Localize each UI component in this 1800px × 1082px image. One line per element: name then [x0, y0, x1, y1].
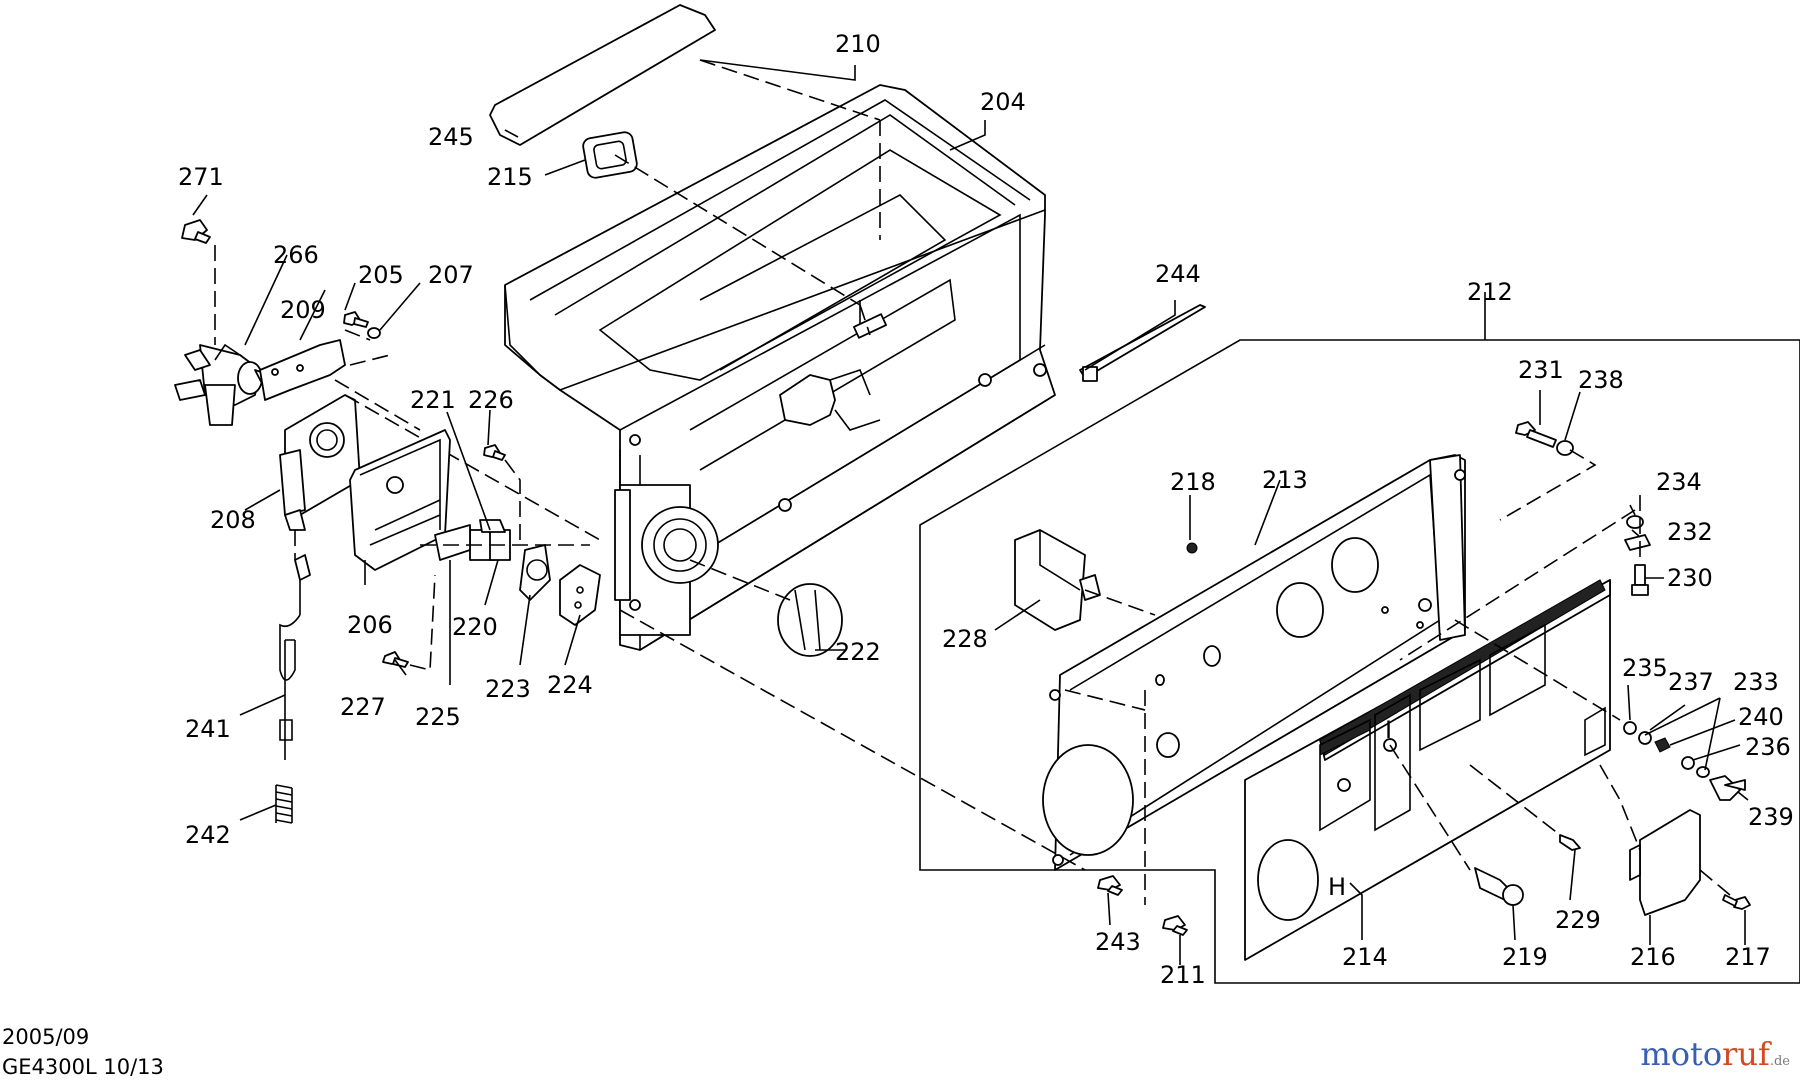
label-266: 266: [273, 241, 319, 269]
label-213: 213: [1262, 466, 1308, 494]
part-218-rivet: [1186, 542, 1198, 554]
part-219-plug: [1474, 867, 1524, 906]
part-235-washer: [1623, 721, 1637, 735]
label-208: 208: [210, 506, 256, 534]
part-222-knob: [777, 583, 843, 657]
part-244-cable-tie: [1079, 304, 1206, 382]
part-271-screw: [181, 219, 211, 244]
label-236: 236: [1745, 733, 1791, 761]
watermark-part-a: moto: [1640, 1035, 1723, 1073]
label-205: 205: [358, 261, 404, 289]
part-214-front-panel: I H: [1244, 579, 1611, 961]
label-216: 216: [1630, 943, 1676, 971]
part-240-nut: [1654, 737, 1671, 753]
label-220: 220: [452, 613, 498, 641]
label-204: 204: [980, 88, 1026, 116]
label-241: 241: [185, 715, 231, 743]
part-225-plate: [434, 524, 471, 561]
part-229-screw: [1559, 834, 1581, 851]
part-224-gasket: [559, 564, 601, 626]
part-245-pad: [489, 4, 716, 146]
label-271: 271: [178, 163, 224, 191]
part-216-outlet-cover: [1629, 809, 1701, 916]
label-218: 218: [1170, 468, 1216, 496]
label-207: 207: [428, 261, 474, 289]
label-221: 221: [410, 386, 456, 414]
label-231: 231: [1518, 356, 1564, 384]
label-243: 243: [1095, 928, 1141, 956]
label-238: 238: [1578, 366, 1624, 394]
label-235: 235: [1622, 654, 1668, 682]
part-217-screw: [1722, 894, 1751, 910]
label-209: 209: [280, 296, 326, 324]
part-234-washer: [1626, 515, 1644, 529]
label-210: 210: [835, 30, 881, 58]
label-223: 223: [485, 675, 531, 703]
footer-model: GE4300L 10/13: [2, 1055, 164, 1079]
label-214: 214: [1342, 943, 1388, 971]
part-206-guard: [349, 429, 451, 571]
label-211: 211: [1160, 961, 1206, 989]
label-239: 239: [1748, 803, 1794, 831]
label-217: 217: [1725, 943, 1771, 971]
footer-date: 2005/09: [2, 1025, 90, 1049]
part-215-grommet: [582, 131, 638, 179]
part-228-breaker: [1014, 529, 1101, 631]
part-238-washer: [1556, 440, 1574, 456]
panel-mark-i: I: [1385, 716, 1392, 744]
watermark-part-b: ruf: [1722, 1035, 1770, 1073]
label-242: 242: [185, 821, 231, 849]
label-224: 224: [547, 671, 593, 699]
part-231-screw: [1515, 421, 1557, 448]
part-207-washer: [367, 327, 381, 339]
part-239-wingnut: [1709, 775, 1746, 801]
part-237-washer: [1638, 731, 1652, 745]
part-223-socket: [519, 544, 551, 601]
label-232: 232: [1667, 518, 1713, 546]
part-241-choke-rod: [279, 554, 311, 760]
label-240: 240: [1738, 703, 1784, 731]
part-211-screw: [1162, 915, 1188, 936]
label-219: 219: [1502, 943, 1548, 971]
label-227: 227: [340, 693, 386, 721]
part-226-screw: [483, 444, 506, 461]
part-208-cover: [279, 394, 361, 531]
watermark-logo: motoruf.de: [1640, 1035, 1790, 1073]
part-213-control-panel: [1042, 454, 1466, 871]
part-236-washer: [1681, 756, 1695, 770]
assembly-212-bracket: [919, 339, 1800, 984]
part-233-washer: [1696, 766, 1710, 778]
panel-mark-h: H: [1328, 873, 1346, 901]
label-215: 215: [487, 163, 533, 191]
label-230: 230: [1667, 564, 1713, 592]
label-237: 237: [1668, 668, 1714, 696]
label-225: 225: [415, 703, 461, 731]
label-245: 245: [428, 123, 474, 151]
part-220-switch: [469, 519, 511, 561]
part-232-clip: [1624, 534, 1651, 551]
label-229: 229: [1555, 906, 1601, 934]
part-227-screw: [382, 651, 409, 668]
label-244: 244: [1155, 260, 1201, 288]
watermark-part-c: .de: [1769, 1054, 1790, 1069]
part-243-screw: [1097, 875, 1123, 896]
top-cover: [504, 84, 1056, 651]
label-206: 206: [347, 611, 393, 639]
label-222: 222: [835, 638, 881, 666]
label-233: 233: [1733, 668, 1779, 696]
label-228: 228: [942, 625, 988, 653]
part-230-screw: [1631, 564, 1649, 596]
part-205-screw: [343, 311, 369, 328]
label-234: 234: [1656, 468, 1702, 496]
label-226: 226: [468, 386, 514, 414]
part-242-spring: [275, 784, 293, 824]
label-212: 212: [1467, 278, 1513, 306]
